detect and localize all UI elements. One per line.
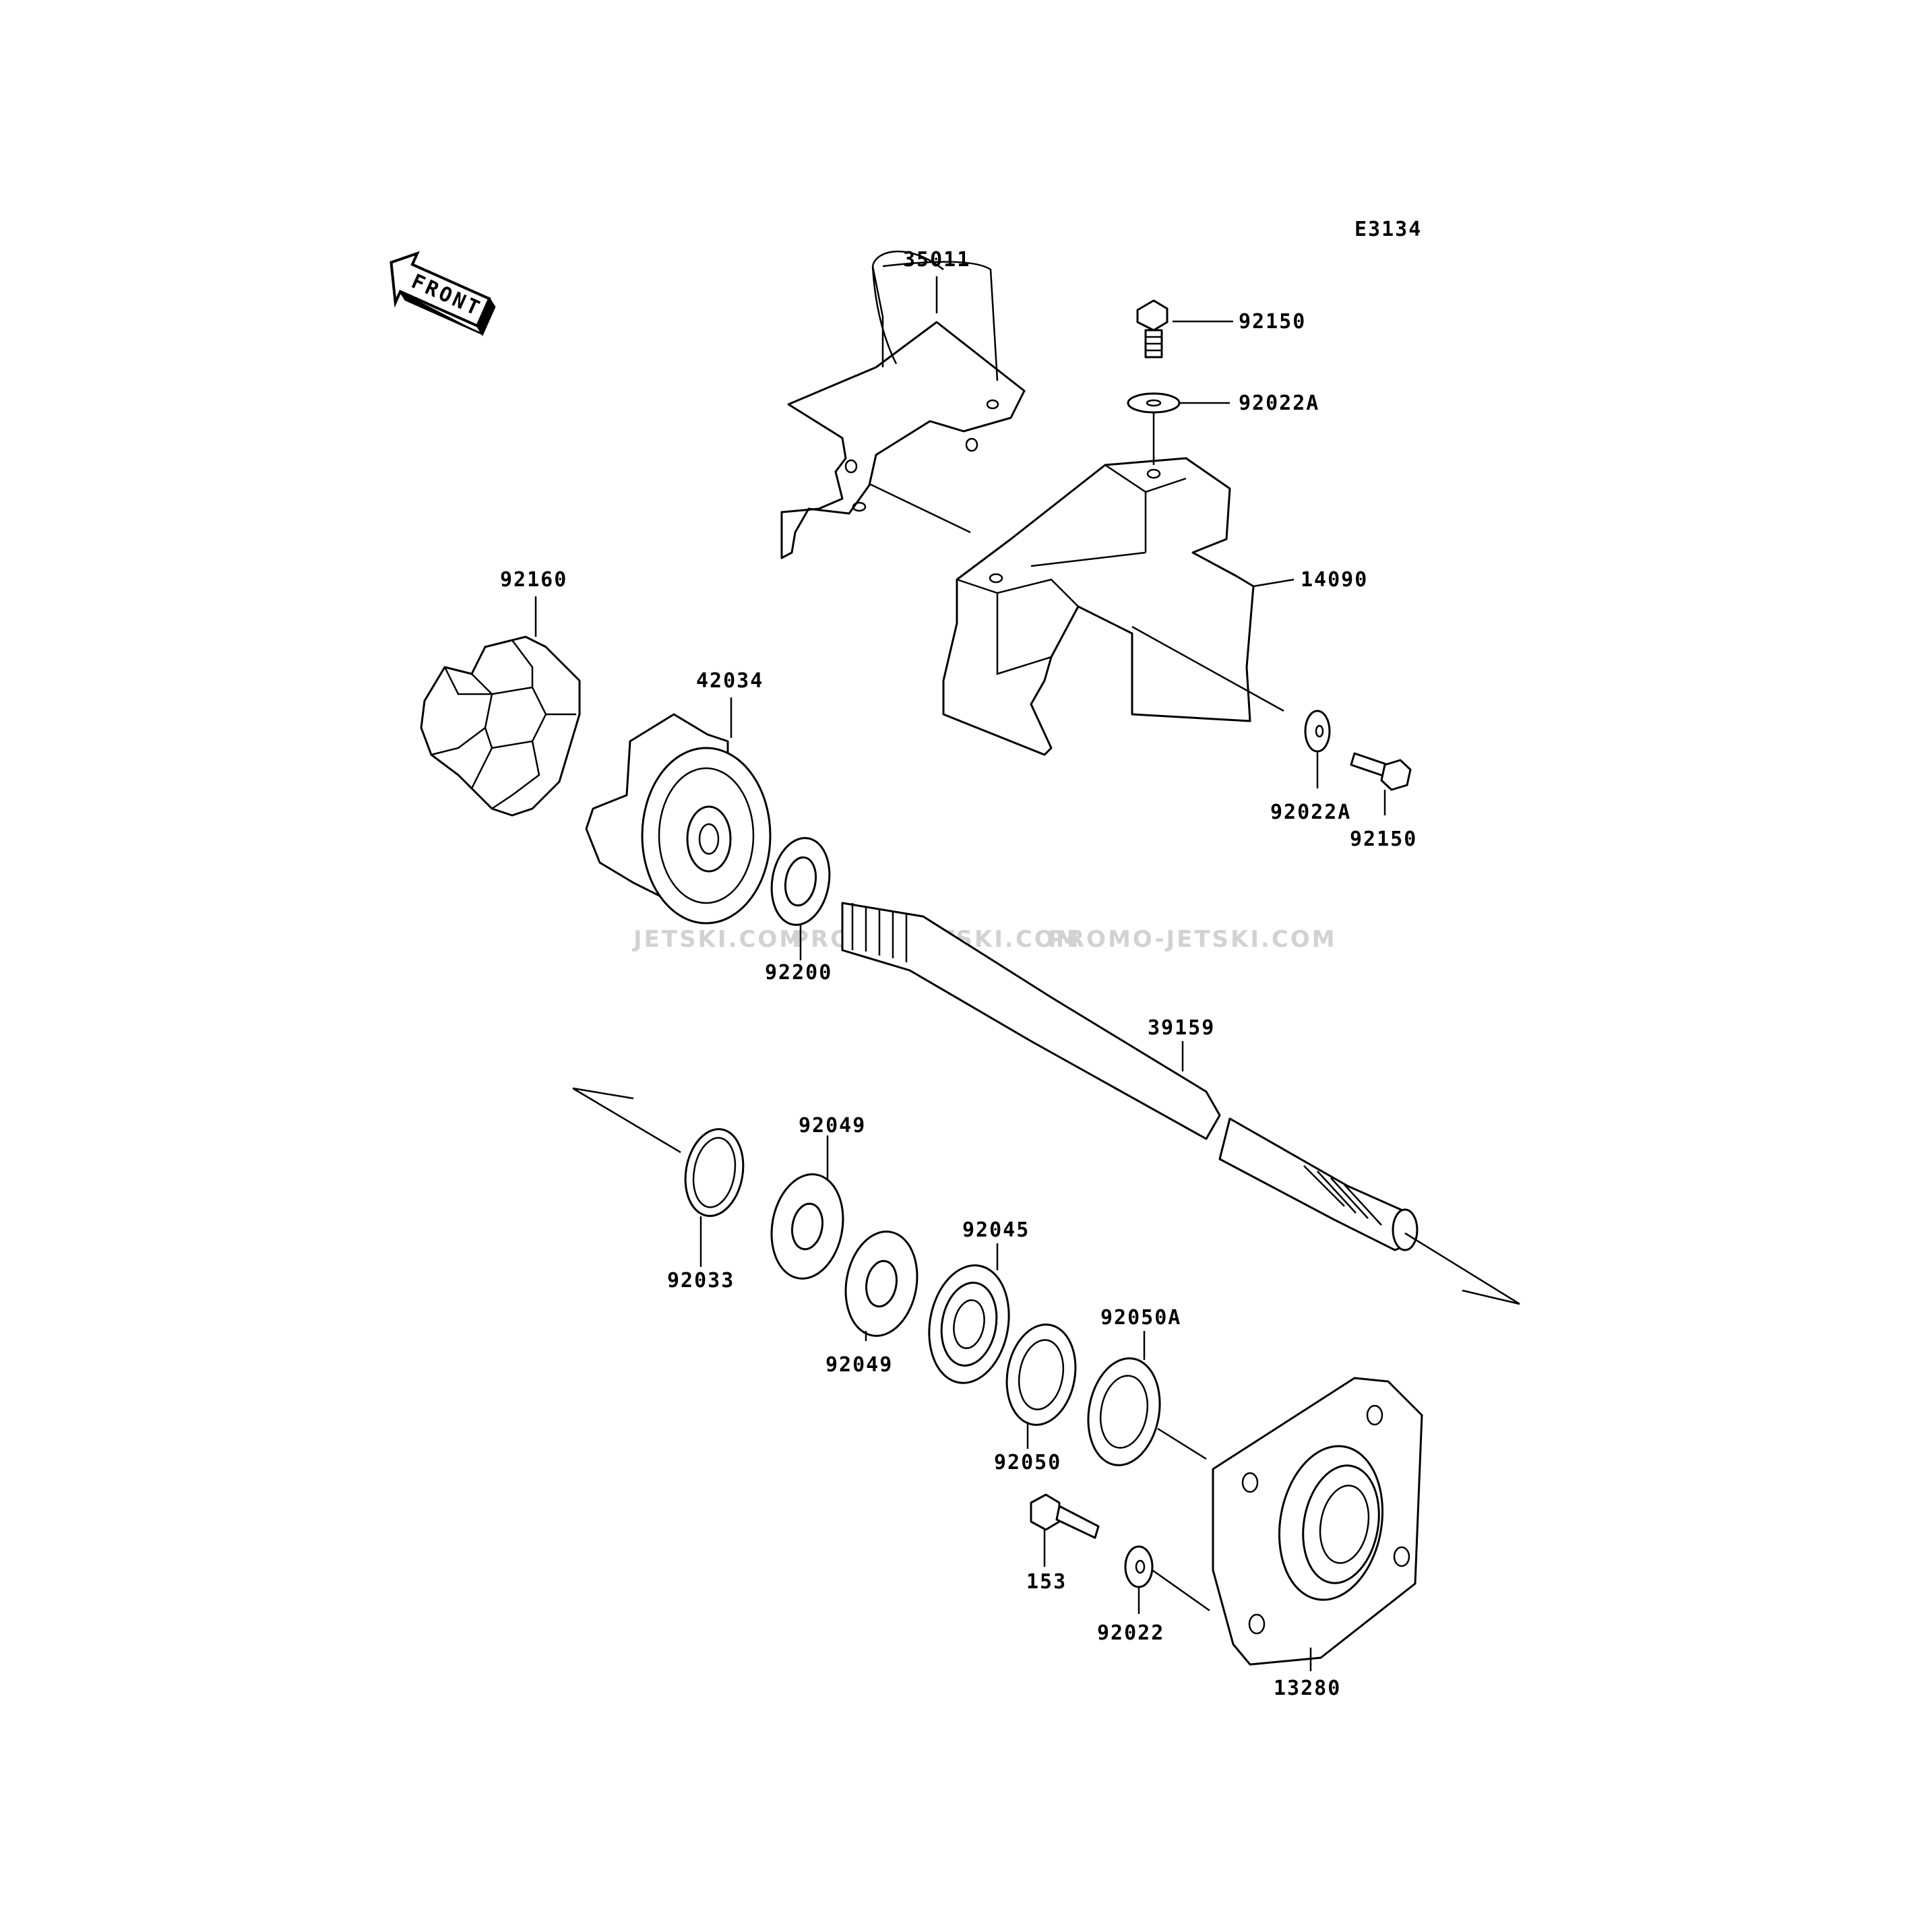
coupling-42034: [585, 713, 772, 925]
label-92049-bottom: 92049: [825, 1353, 893, 1377]
circlip-92033: [684, 1128, 745, 1267]
front-arrow-label: FRONT: [408, 270, 485, 321]
seal-92050A: [1087, 1331, 1207, 1466]
label-92049-top: 92049: [799, 1114, 866, 1138]
seal-92050: [1005, 1323, 1077, 1449]
label-92033: 92033: [667, 1269, 735, 1292]
label-92160: 92160: [500, 568, 567, 592]
bolt-92150-top: [1136, 299, 1168, 359]
label-92045: 92045: [962, 1218, 1030, 1242]
washer-92049-top: [770, 1135, 844, 1280]
housing-13280: [1212, 1377, 1423, 1671]
label-153: 153: [1026, 1570, 1067, 1594]
label-14090: 14090: [1301, 568, 1368, 592]
bearing-92045: [928, 1243, 1010, 1384]
part-labels: 35011 92150 92022A 14090 92022A 92150 92…: [500, 248, 1417, 1700]
leader-lines: [534, 276, 1386, 1071]
watermark-text-1: JETSKI.COM: [632, 926, 804, 953]
watermark: JETSKI.COM PROMO-JETSKI.COM PROMO-JETSKI…: [632, 926, 1337, 953]
watermark-text-3: PROMO-JETSKI.COM: [1048, 926, 1337, 953]
washer-92022A-top: [1127, 392, 1181, 465]
label-92200: 92200: [765, 961, 832, 985]
label-42034: 42034: [696, 669, 764, 693]
damper-92160: [420, 635, 581, 817]
lead-line-ring: [572, 1087, 681, 1154]
label-92050: 92050: [994, 1451, 1061, 1474]
bracket-35011: [780, 250, 1026, 559]
label-92022: 92022: [1097, 1621, 1164, 1645]
bolt-92150-bottom: [1350, 752, 1412, 791]
washer-92049-bottom: [844, 1230, 918, 1341]
label-92022A-top: 92022A: [1239, 392, 1319, 415]
label-92150-top: 92150: [1239, 310, 1306, 334]
front-arrow-icon: FRONT: [389, 251, 496, 336]
label-35011: 35011: [903, 248, 970, 272]
washer-92200: [770, 837, 831, 926]
label-39159: 39159: [1148, 1016, 1215, 1040]
cover-14090: [942, 457, 1284, 756]
label-92022A-bottom: 92022A: [1270, 801, 1351, 824]
washer-92022: [1124, 1545, 1210, 1614]
diagram-code: E3134: [1354, 218, 1422, 241]
label-13280: 13280: [1274, 1677, 1341, 1700]
bolt-153: [1030, 1493, 1100, 1567]
label-92150-bottom: 92150: [1350, 828, 1417, 851]
washer-92022A-bottom: [1304, 710, 1331, 753]
shaft-39159: [841, 902, 1520, 1305]
label-92050A: 92050A: [1100, 1306, 1181, 1330]
